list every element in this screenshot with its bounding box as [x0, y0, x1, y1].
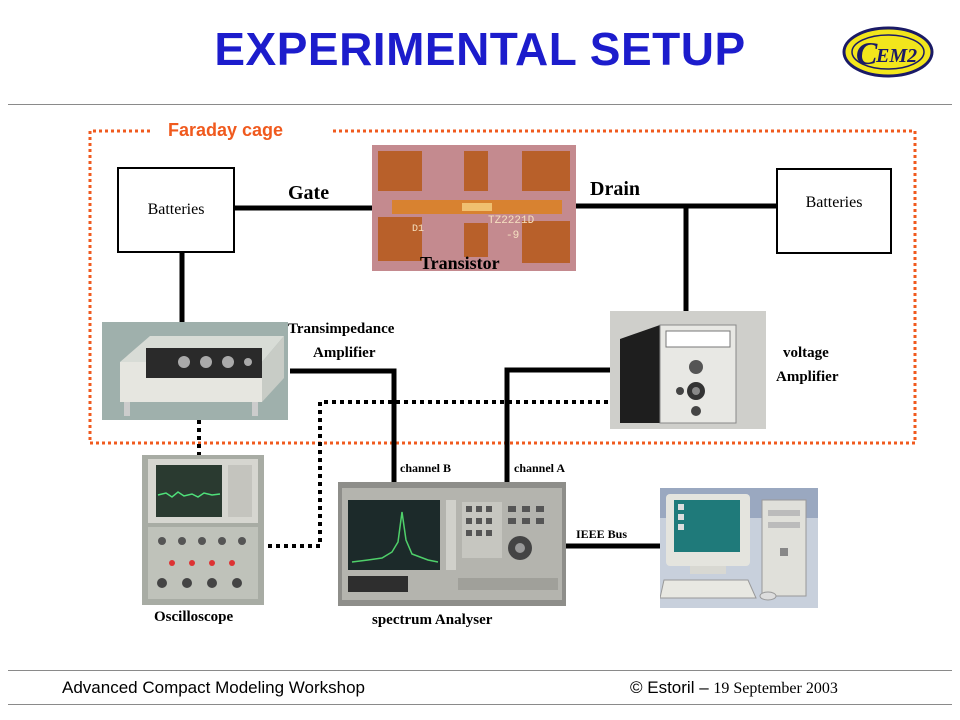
transimpedance-amplifier-photo: [102, 322, 288, 420]
channel-a-label: channel A: [514, 461, 566, 475]
oscilloscope-image: [142, 455, 264, 605]
batteries-right-box: Batteries: [776, 168, 892, 254]
voltage-label-line1: voltage: [783, 345, 829, 361]
channel-b-label: channel B: [400, 461, 452, 475]
header-divider: [8, 104, 952, 105]
transimpedance-label-line2: Amplifier: [313, 345, 376, 361]
computer-photo: [660, 488, 818, 608]
faraday-cage-border: [88, 129, 917, 445]
batteries-left-box: Batteries: [117, 167, 235, 253]
transimpedance-amplifier-image: [102, 322, 288, 420]
svg-text:C: C: [856, 35, 878, 71]
voltage-label-line2: Amplifier: [776, 369, 839, 385]
footer-divider-bottom: [8, 704, 952, 705]
oscilloscope-photo: [142, 455, 264, 605]
voltage-amplifier-photo: [610, 311, 766, 429]
footer-divider-top: [8, 670, 952, 671]
footer-location: © Estoril –: [630, 678, 714, 697]
transistor-chip-image: D1 TZ2221D -9: [372, 145, 576, 271]
spectrum-analyser-photo: [338, 482, 566, 606]
channel-b-wire: [290, 368, 397, 484]
voltage-amplifier-image: [610, 311, 766, 429]
spectrum-analyser-label: spectrum Analyser: [372, 612, 493, 628]
ieee-bus-label: IEEE Bus: [576, 527, 628, 541]
transistor-photo: D1 TZ2221D -9: [372, 145, 576, 271]
computer-image: [660, 488, 818, 608]
page-title: EXPERIMENTAL SETUP: [214, 23, 746, 75]
logo-text: EM2: [875, 45, 917, 67]
footer-workshop-name: Advanced Compact Modeling Workshop: [62, 678, 366, 697]
transimpedance-label-line1: Transimpedance: [288, 321, 395, 337]
footer-date: 19 September 2003: [713, 680, 838, 697]
chip-text-1: D1: [412, 224, 424, 235]
faraday-cage-label: Faraday cage: [168, 120, 284, 140]
spectrum-analyser-image: [338, 482, 566, 606]
drain-label: Drain: [590, 178, 640, 200]
footer-location-date: © Estoril – 19 September 2003: [630, 678, 838, 698]
chip-text-2: TZ2221D: [488, 215, 535, 227]
channel-a-wire: [504, 367, 612, 484]
em2-logo: C EM2: [842, 26, 934, 78]
transistor-label: Transistor: [420, 253, 500, 273]
oscilloscope-dotted-link: [264, 400, 608, 548]
oscilloscope-label: Oscilloscope: [154, 609, 234, 625]
chip-text-3: -9: [506, 230, 519, 242]
gate-label: Gate: [288, 182, 330, 204]
batteries-right-label: Batteries: [805, 194, 863, 211]
batteries-left-label: Batteries: [147, 201, 205, 218]
